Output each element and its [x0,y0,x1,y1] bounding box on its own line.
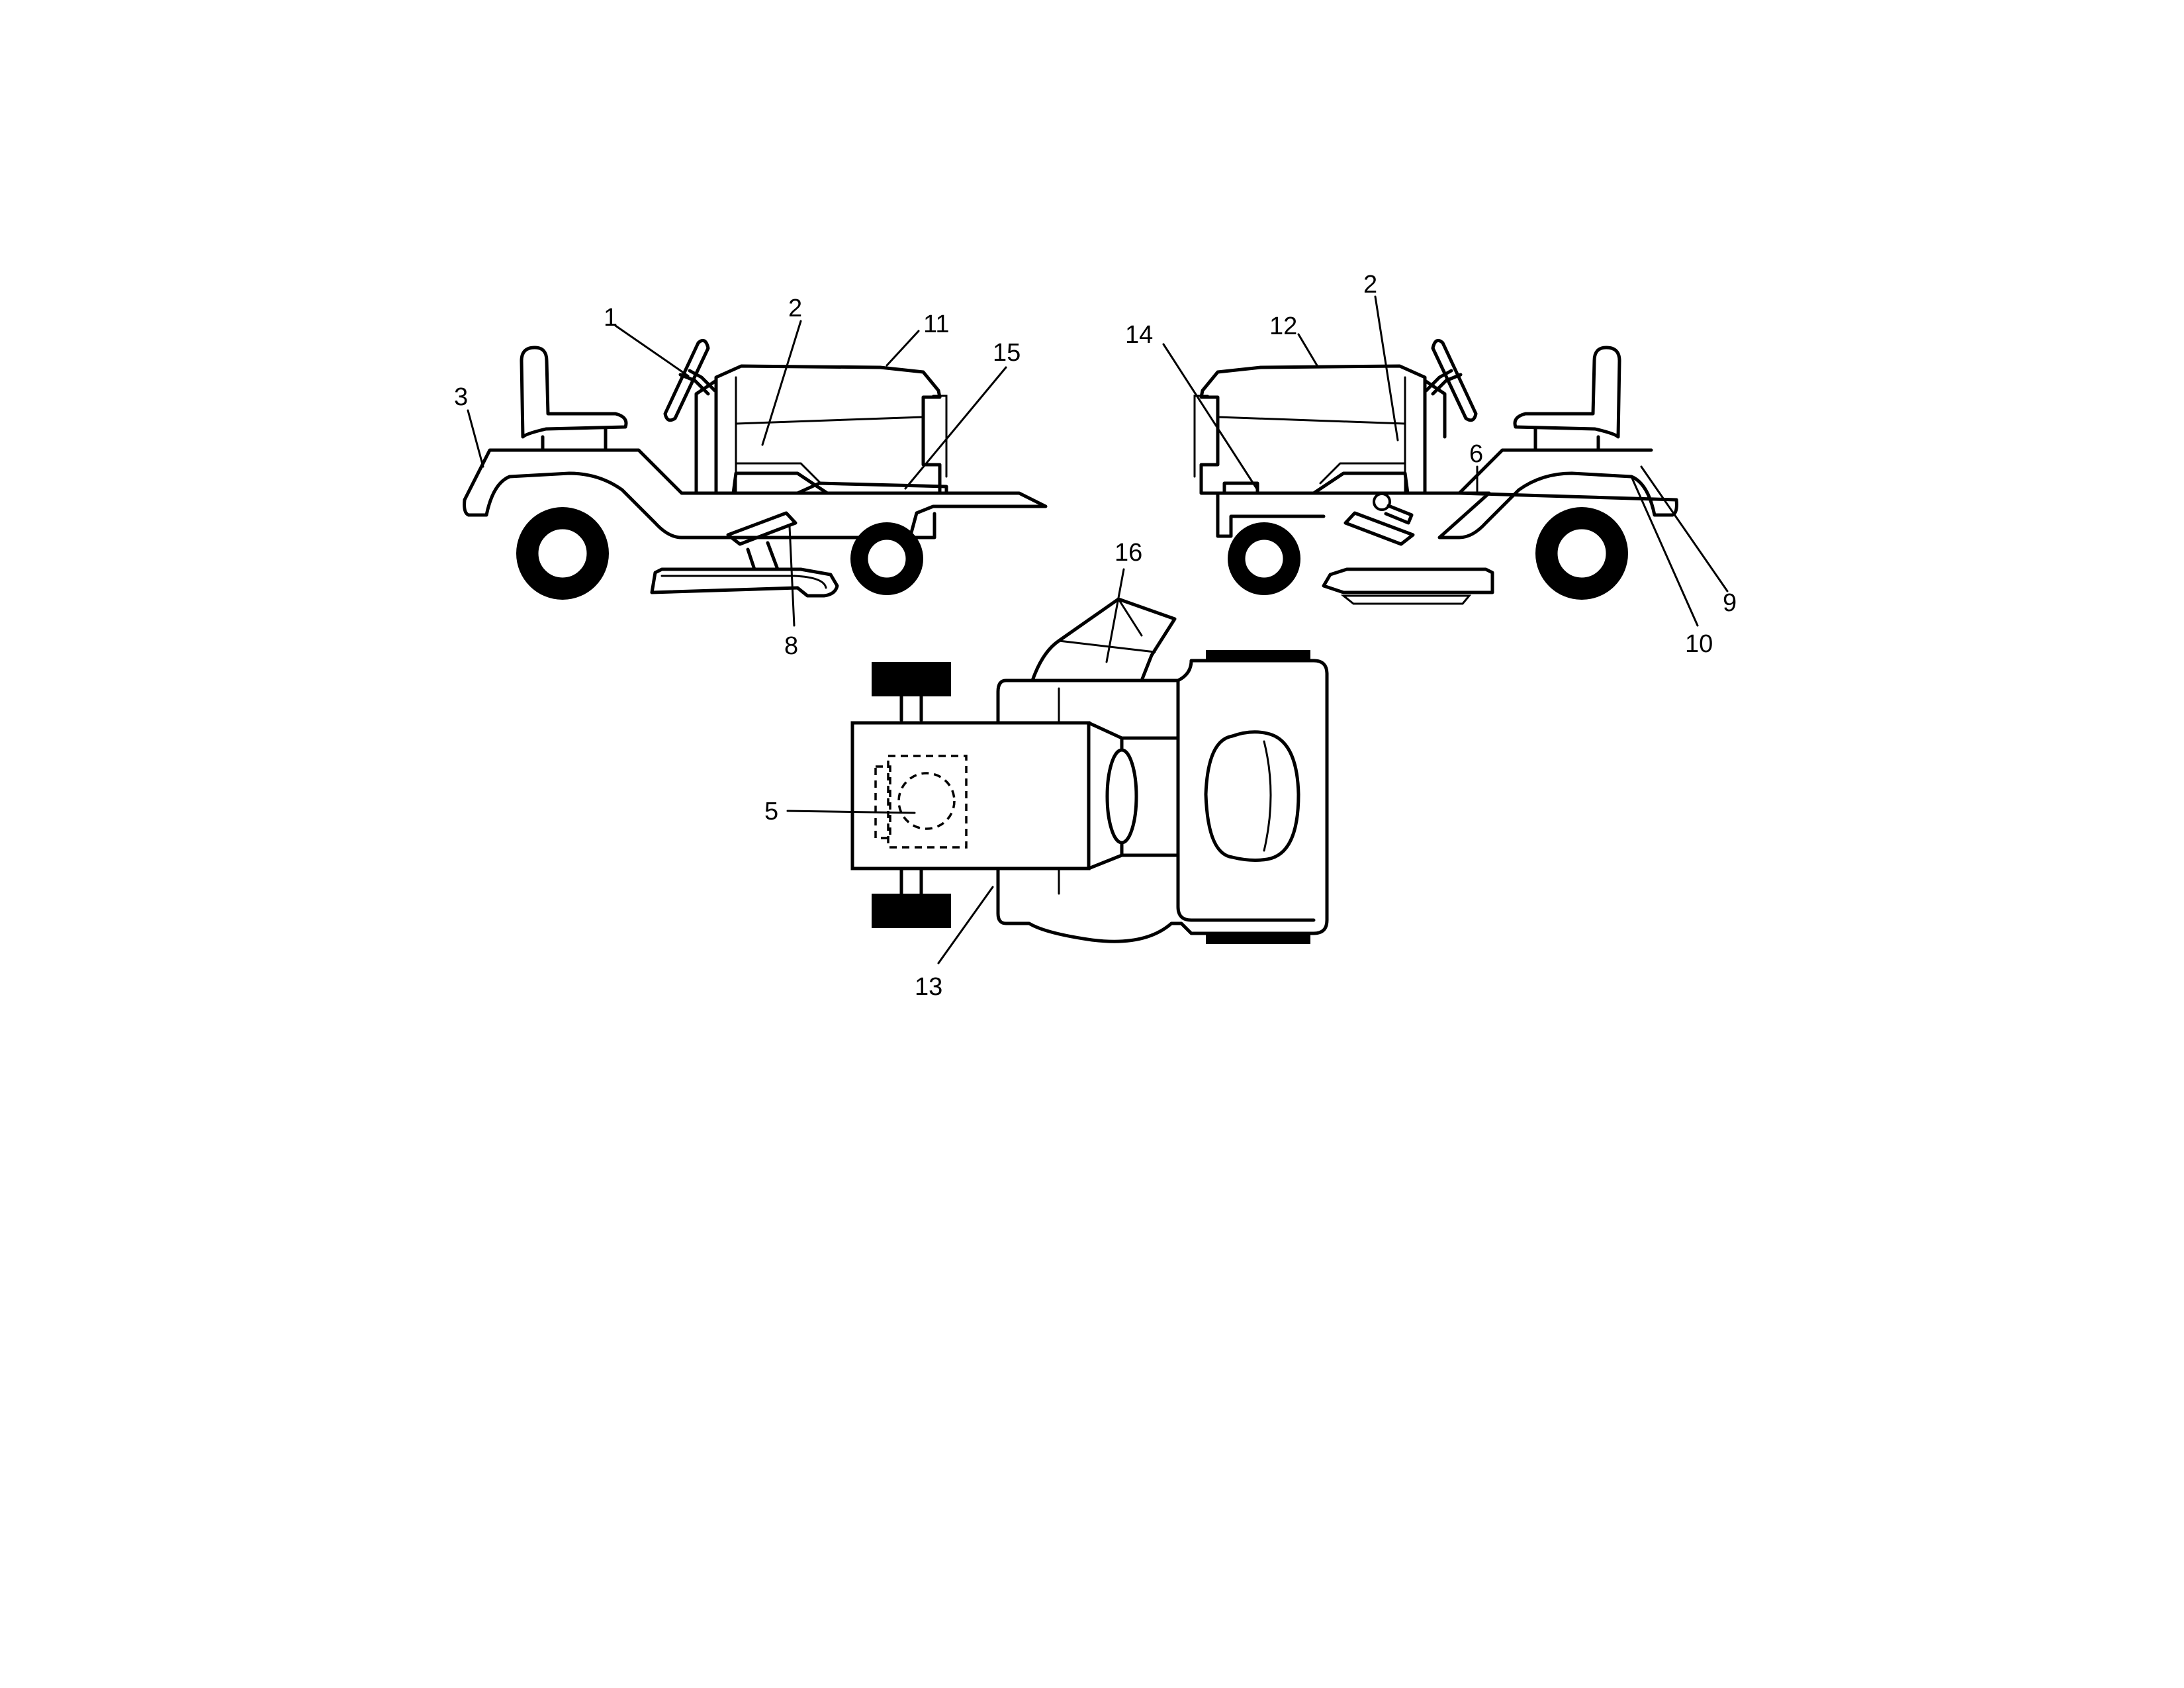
tractor-right-side-view [1193,338,1678,605]
callout-3: 3 [454,383,468,411]
callout-6: 6 [1469,440,1483,468]
callout-labels: 1 2 11 15 3 8 2 12 14 6 9 10 16 5 13 [454,271,1737,1001]
callout-15: 15 [993,339,1021,367]
callout-2-right: 2 [1363,271,1377,299]
callout-8: 8 [784,632,798,660]
callout-12: 12 [1269,312,1297,340]
callout-16: 16 [1115,539,1142,567]
callout-leaders [467,295,1729,964]
callout-2-left: 2 [788,295,802,322]
callout-9: 9 [1723,589,1737,617]
callout-5: 5 [764,798,778,825]
tractor-left-side-view [463,338,1048,600]
callout-14: 14 [1125,321,1153,349]
callout-10: 10 [1685,630,1713,658]
tractor-top-view [850,597,1329,944]
callout-13: 13 [915,973,942,1001]
callout-1: 1 [604,304,617,332]
callout-11: 11 [923,310,949,338]
